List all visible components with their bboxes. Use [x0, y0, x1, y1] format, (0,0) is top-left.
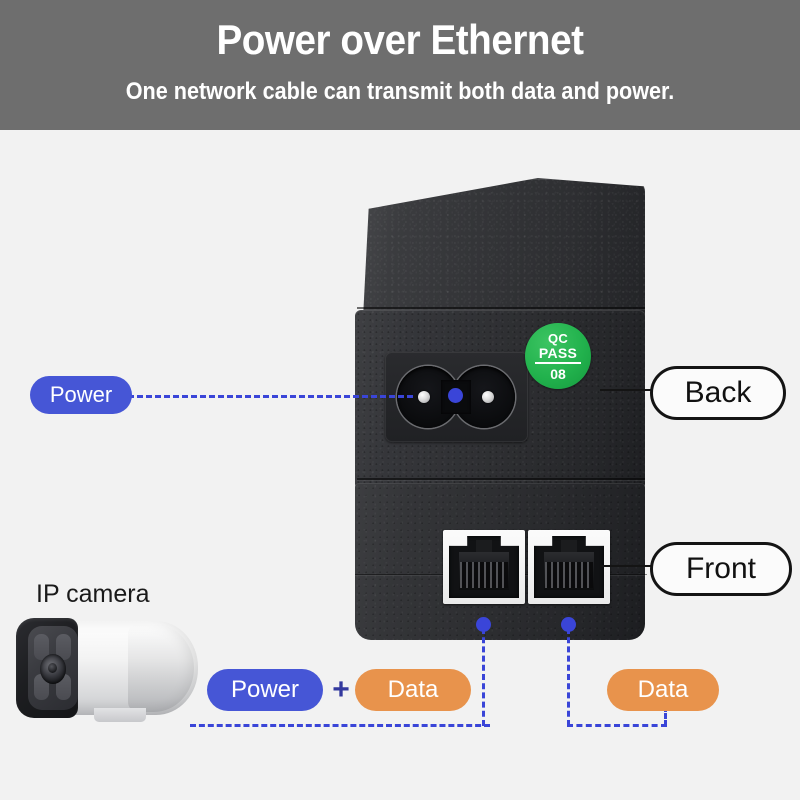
- ip-camera-label: IP camera: [36, 580, 150, 608]
- device-mid-shell: [355, 310, 645, 488]
- callout-back[interactable]: Back: [650, 366, 786, 420]
- header-banner: Power over Ethernet One network cable ca…: [0, 0, 800, 130]
- qc-divider: [535, 362, 581, 364]
- ip-camera: [8, 618, 200, 730]
- device-top-shell: [363, 178, 645, 318]
- connector-data-right-horizontal: [567, 724, 667, 727]
- callout-power-left[interactable]: Power: [30, 376, 132, 414]
- camera-body: [60, 621, 198, 715]
- page-subtitle: One network cable can transmit both data…: [125, 78, 675, 105]
- connector-data-right-stub: [664, 706, 667, 726]
- socket-pin-left: [418, 391, 430, 403]
- node-dot-power-socket: [448, 388, 463, 403]
- leader-line-back: [600, 389, 656, 391]
- socket-pin-right: [482, 391, 494, 403]
- qc-line-2: PASS: [538, 345, 578, 361]
- camera-head: [16, 618, 78, 718]
- connector-port-b-vertical: [567, 628, 570, 726]
- connector-port-a-vertical: [482, 628, 485, 726]
- camera-front-face: [28, 626, 78, 710]
- node-dot-port-left: [476, 617, 491, 632]
- callout-data-right[interactable]: Data: [607, 669, 719, 711]
- ir-led-top-left: [34, 634, 49, 660]
- ir-led-top-right: [56, 634, 71, 660]
- rj45-left-pins: [460, 562, 508, 588]
- rj45-port-right: [528, 530, 610, 604]
- qc-pass-sticker: QC PASS 08: [525, 323, 591, 389]
- callout-front[interactable]: Front: [650, 542, 792, 596]
- rj45-right-notch: [561, 540, 577, 552]
- rj45-left-housing: [449, 536, 519, 598]
- connector-camera-to-port: [190, 724, 490, 727]
- leader-line-front: [600, 565, 656, 567]
- rj45-left-notch: [476, 540, 492, 552]
- callout-data-bottom[interactable]: Data: [355, 669, 471, 711]
- connector-power-to-socket: [128, 395, 413, 398]
- page-title: Power over Ethernet: [216, 16, 584, 63]
- device-seam-upper: [357, 307, 645, 309]
- node-dot-port-right: [561, 617, 576, 632]
- device-seam-lower: [357, 478, 645, 480]
- camera-body-shading: [128, 624, 194, 712]
- callout-power-bottom[interactable]: Power: [207, 669, 323, 711]
- poe-injector-device: QC PASS 08: [345, 178, 647, 640]
- rj45-port-left: [443, 530, 525, 604]
- plus-symbol: +: [332, 673, 350, 706]
- camera-lens: [40, 654, 66, 684]
- qc-line-1: QC: [547, 331, 569, 346]
- rj45-right-pins: [545, 562, 593, 588]
- qc-line-3: 08: [550, 366, 566, 382]
- camera-mount-bracket: [94, 708, 146, 722]
- rj45-right-housing: [534, 536, 604, 598]
